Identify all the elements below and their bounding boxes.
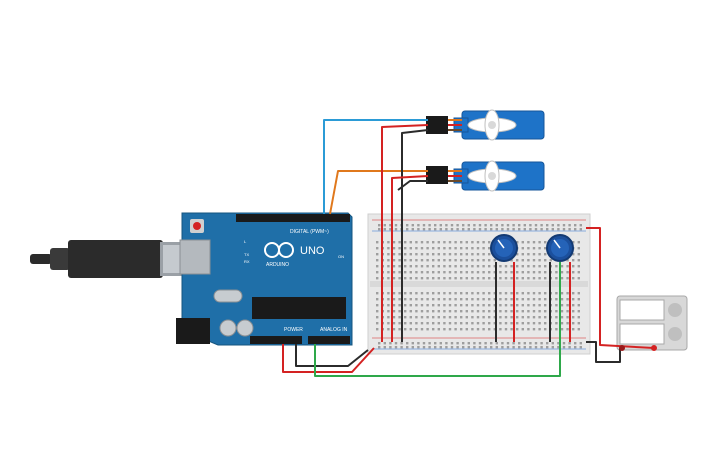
wire-gnd bbox=[295, 344, 369, 367]
servo-2[interactable] bbox=[426, 160, 545, 192]
led-rx-label: RX bbox=[244, 259, 250, 264]
wires bbox=[282, 119, 655, 377]
board-brand: ARDUINO bbox=[266, 262, 289, 268]
wire-battery-neg bbox=[586, 341, 621, 363]
potentiometer-1[interactable] bbox=[490, 234, 518, 262]
analog-label: ANALOG IN bbox=[320, 327, 348, 333]
battery-terminal-neg bbox=[619, 345, 625, 351]
wire-5v bbox=[282, 344, 375, 373]
battery-terminal-pos bbox=[651, 345, 657, 351]
wire-analog-a1 bbox=[314, 262, 561, 377]
wire-battery-pos bbox=[586, 227, 655, 349]
wire-ground-servo2 bbox=[397, 180, 428, 191]
capacitor bbox=[219, 319, 237, 337]
led-on-label: ON bbox=[338, 254, 344, 259]
servo-1[interactable] bbox=[426, 109, 545, 141]
servo-leads bbox=[448, 119, 462, 182]
capacitor bbox=[236, 319, 254, 337]
led-tx-label: TX bbox=[244, 252, 249, 257]
wire-signal-servo1 bbox=[323, 119, 428, 214]
digital-header bbox=[236, 214, 350, 222]
crystal bbox=[213, 289, 243, 303]
wire-signal-servo2 bbox=[329, 170, 428, 215]
power-header bbox=[250, 336, 302, 344]
analog-header bbox=[308, 336, 350, 344]
potentiometer-2[interactable] bbox=[546, 234, 574, 262]
battery-pack[interactable] bbox=[616, 295, 688, 351]
usb-cable[interactable] bbox=[30, 240, 190, 278]
usb-jack bbox=[179, 239, 211, 275]
wire-power-servo2 bbox=[391, 175, 429, 342]
power-label: POWER bbox=[284, 327, 303, 333]
digital-label: DIGITAL (PWM~) bbox=[290, 229, 329, 235]
arduino-uno-board[interactable]: UNO ARDUINO DIGITAL (PWM~) POWER ANALOG … bbox=[176, 212, 353, 346]
wire-power-servo1 bbox=[381, 124, 429, 342]
power-jack bbox=[176, 318, 210, 344]
board-model: UNO bbox=[300, 245, 325, 257]
led-l-label: L bbox=[244, 239, 247, 244]
atmega-chip bbox=[252, 297, 346, 319]
arduino-logo-icon bbox=[264, 242, 294, 258]
wire-ground-servo1 bbox=[401, 129, 429, 342]
